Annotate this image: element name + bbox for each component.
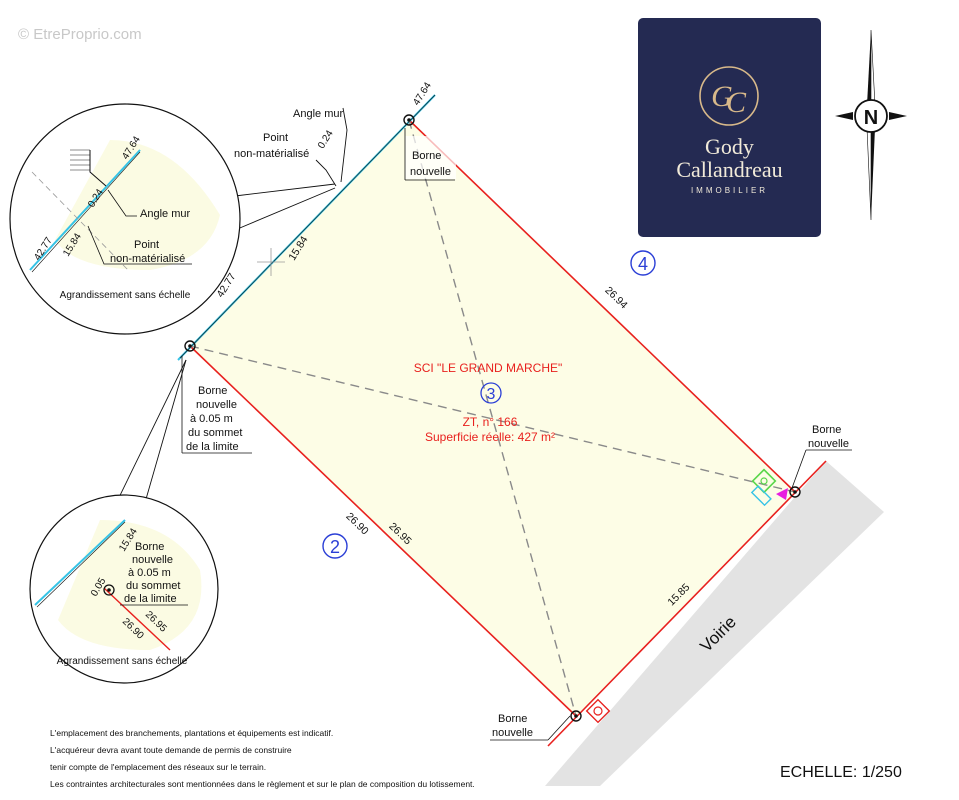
label-non-materialise: non-matérialisé <box>234 148 309 160</box>
utility-box-red <box>585 698 611 724</box>
logo-line2: Callandreau <box>676 157 783 182</box>
agency-logo: G C Gody Callandreau IMMOBILIER <box>638 18 821 237</box>
logo-line3: IMMOBILIER <box>690 186 769 195</box>
svg-text:G: G <box>711 80 733 113</box>
svg-text:Borne: Borne <box>498 713 527 725</box>
svg-text:nouvelle: nouvelle <box>808 438 849 450</box>
svg-text:nouvelle: nouvelle <box>492 727 533 739</box>
diagonal-1 <box>408 119 577 717</box>
logo-line1: Gody <box>705 134 754 159</box>
borne-label-left: Borne nouvelle à 0.05 m du sommet de la … <box>181 356 252 454</box>
svg-text:Borne: Borne <box>412 150 441 162</box>
dim-top-vertex: 47.64 <box>411 80 434 107</box>
diagonal-2 <box>189 345 796 493</box>
boundary-right <box>408 119 796 493</box>
svg-text:Agrandissement sans échelle: Agrandissement sans échelle <box>60 290 191 301</box>
label-angle-mur: Angle mur <box>293 108 343 120</box>
parcel-area-label: Superficie réelle: 427 m² <box>425 430 555 444</box>
note-line: L'emplacement des branchements, plantati… <box>50 728 334 738</box>
borne-marker-left <box>184 340 196 352</box>
notes-block: L'emplacement des branchements, plantati… <box>50 725 475 793</box>
inset-bottom: 15.84 0.05 26.95 26.90 Borne nouvelle à … <box>29 359 219 684</box>
svg-text:du sommet: du sommet <box>188 427 242 439</box>
svg-text:de la limite: de la limite <box>124 593 177 605</box>
lot-number: 3 <box>487 386 496 403</box>
dim-right-side: 26.94 <box>602 284 629 311</box>
note-line: L'acquéreur devra avant toute demande de… <box>50 745 292 755</box>
watermark: © EtreProprio.com <box>18 26 142 43</box>
north-arrow-icon: N <box>835 29 907 221</box>
borne-marker-bottom <box>570 710 582 722</box>
svg-text:nouvelle: nouvelle <box>410 166 451 178</box>
svg-text:Borne: Borne <box>198 385 227 397</box>
note-line: Les contraintes architecturales sont men… <box>50 779 475 789</box>
survey-cross <box>257 248 285 276</box>
monogram-icon: G C <box>699 66 759 126</box>
boundary-road <box>547 460 827 747</box>
svg-text:Agrandissement sans échelle: Agrandissement sans échelle <box>57 656 188 667</box>
label-point: Point <box>263 132 288 144</box>
neighbour-right-circle <box>630 250 656 276</box>
borne-marker-right <box>789 486 801 498</box>
svg-text:à 0.05 m: à 0.05 m <box>128 567 171 579</box>
borne-label-top: Borne nouvelle <box>404 128 456 181</box>
boundary-bottom <box>189 345 577 717</box>
svg-text:C: C <box>726 86 747 119</box>
utility-box-cyan <box>750 485 772 507</box>
borne-label-bottom: Borne nouvelle <box>490 713 571 741</box>
road-area <box>545 461 884 786</box>
scale-label: ECHELLE: 1/250 <box>780 764 902 781</box>
borne-label-right: Borne nouvelle <box>791 424 852 489</box>
borne-marker-top <box>403 114 415 126</box>
note-line: tenir compte de l'emplacement des réseau… <box>50 762 267 772</box>
neighbour-left-circle <box>322 533 348 559</box>
compass-label: N <box>864 107 878 129</box>
neighbour-right: 4 <box>638 254 648 274</box>
neighbour-left: 2 <box>330 537 340 557</box>
lot-number-circle <box>480 382 502 404</box>
inset-top: 47.64 0.24 42.77 15.84 Angle mur Point n… <box>9 103 336 335</box>
parcel-reference: ZT, n° 166 <box>463 415 518 429</box>
svg-text:non-matérialisé: non-matérialisé <box>110 253 185 265</box>
svg-text:Borne: Borne <box>812 424 841 436</box>
svg-text:nouvelle: nouvelle <box>132 554 173 566</box>
parcel-owner: SCI "LE GRAND MARCHE" <box>414 361 563 375</box>
dim-angle-offset: 0.24 <box>316 128 336 151</box>
utility-box-magenta <box>776 488 788 500</box>
svg-text:à 0.05 m: à 0.05 m <box>190 413 233 425</box>
svg-text:Point: Point <box>134 239 159 251</box>
svg-text:nouvelle: nouvelle <box>196 399 237 411</box>
svg-text:Angle mur: Angle mur <box>140 208 190 220</box>
svg-text:de la limite: de la limite <box>186 441 239 453</box>
svg-text:du sommet: du sommet <box>126 580 180 592</box>
parcel-area <box>190 120 795 716</box>
svg-text:Borne: Borne <box>135 541 164 553</box>
